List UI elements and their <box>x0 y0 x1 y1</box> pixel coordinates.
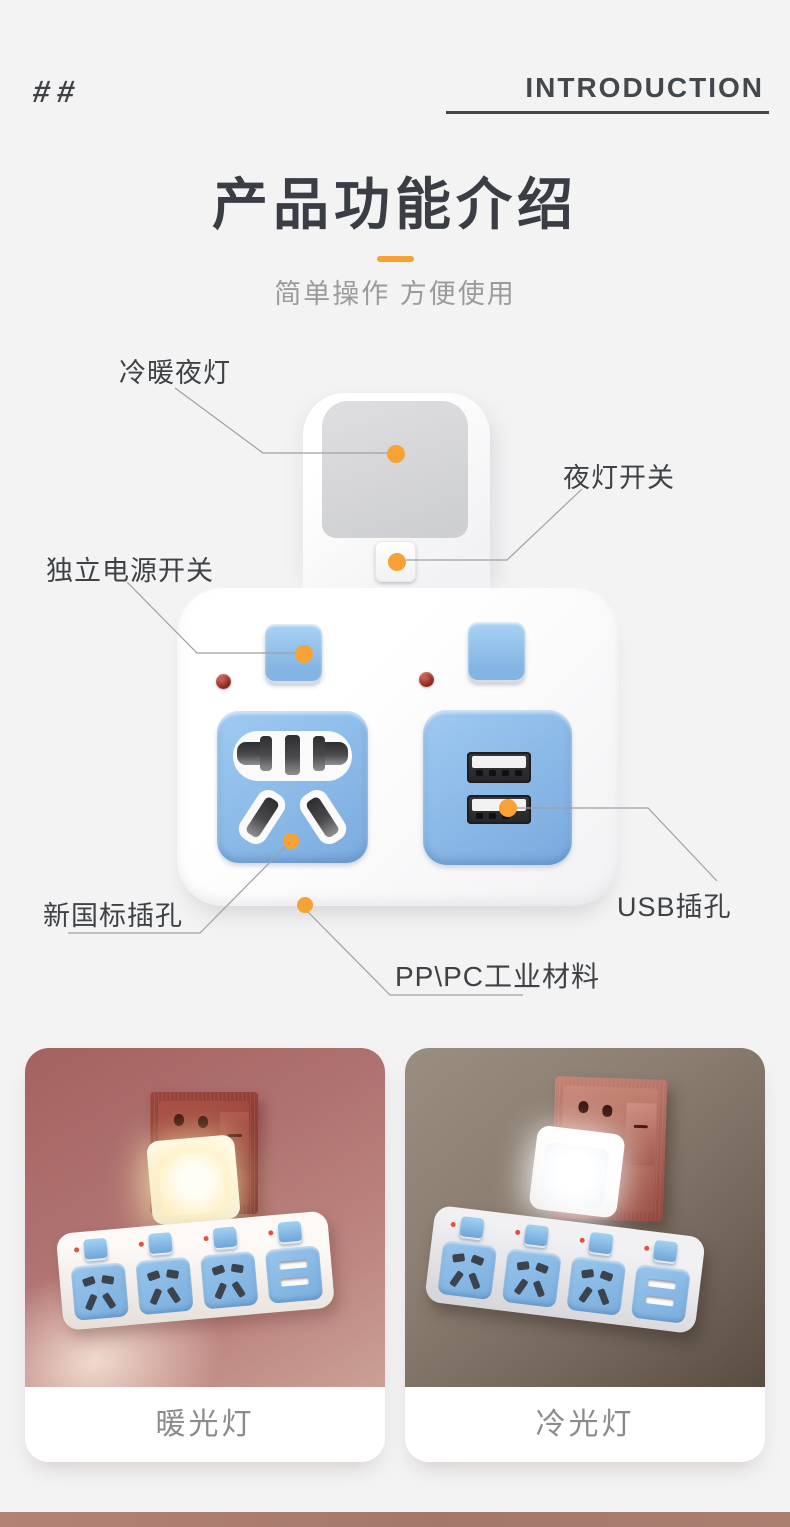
callout-usb: USB插孔 <box>617 892 732 922</box>
next-section-edge <box>0 1512 790 1527</box>
five-hole-socket <box>217 711 368 863</box>
caption-cold-light: 冷光灯 <box>405 1387 765 1462</box>
warm-glow-face <box>157 1151 227 1217</box>
wall-switch-slit <box>633 1124 648 1129</box>
night-light-panel <box>322 401 468 538</box>
usb-port-1 <box>467 752 531 783</box>
photo-cold-light <box>405 1048 765 1387</box>
night-light-switch-button <box>375 541 416 582</box>
strip-usb-module <box>264 1245 324 1304</box>
wall-socket-hole <box>174 1114 184 1126</box>
strip-led <box>203 1235 209 1242</box>
usb-module <box>423 710 572 865</box>
power-switch-button-left <box>265 624 322 681</box>
strip-button <box>83 1237 108 1260</box>
adapter-product-cold <box>421 1113 730 1361</box>
callout-night-switch: 夜灯开关 <box>563 463 675 493</box>
strip-socket <box>200 1250 259 1310</box>
wall-switch-slit <box>228 1134 242 1137</box>
section-label-introduction: INTRODUCTION <box>525 72 764 103</box>
adapter-product-warm <box>44 1124 347 1363</box>
power-switch-button-right <box>468 622 525 680</box>
adapter-strip <box>424 1204 706 1335</box>
wall-socket-hole <box>578 1100 589 1114</box>
callout-material: PP\PC工业材料 <box>395 961 601 992</box>
strip-socket <box>501 1247 562 1309</box>
socket-holes-graphic <box>233 731 352 845</box>
strip-button <box>652 1239 679 1263</box>
strip-socket <box>70 1262 130 1321</box>
photo-warm-light <box>25 1048 385 1387</box>
photo-card-warm-light: 暖光灯 <box>25 1048 385 1462</box>
strip-led <box>73 1247 80 1253</box>
night-light-cube <box>145 1134 241 1226</box>
accent-dash <box>377 256 414 262</box>
wall-socket-hole <box>602 1104 613 1118</box>
usb-pin <box>502 813 509 819</box>
usb-pin <box>489 813 496 819</box>
strip-button <box>523 1223 550 1247</box>
decorative-hash-marks: ## <box>30 74 85 109</box>
callout-power-switch: 独立电源开关 <box>46 556 214 586</box>
wall-socket-hole <box>198 1116 208 1128</box>
usb-pin <box>502 770 509 776</box>
strip-socket <box>437 1239 498 1301</box>
strip-button <box>212 1226 238 1249</box>
indicator-led-left <box>216 674 231 689</box>
strip-led <box>514 1229 521 1236</box>
adapter-strip <box>55 1210 336 1331</box>
strip-button <box>459 1215 485 1239</box>
strip-socket <box>135 1256 194 1316</box>
strip-led <box>450 1221 456 1228</box>
usb-port-tongue <box>472 756 526 768</box>
photo-card-cold-light: 冷光灯 <box>405 1048 765 1462</box>
strip-socket <box>566 1255 627 1316</box>
page-subtitle: 简单操作 方便使用 <box>274 279 516 309</box>
night-light-cube <box>528 1124 626 1219</box>
usb-pin <box>476 770 483 776</box>
usb-port-2 <box>467 795 531 824</box>
strip-led <box>268 1230 274 1236</box>
strip-button <box>588 1231 614 1255</box>
strip-button <box>277 1220 303 1243</box>
strip-led <box>138 1241 145 1247</box>
indicator-led-right <box>419 672 434 687</box>
callout-night-light: 冷暖夜灯 <box>119 358 231 388</box>
cold-glow-face <box>539 1141 610 1210</box>
strip-button <box>148 1232 173 1255</box>
strip-led <box>579 1237 585 1244</box>
strip-led <box>643 1245 650 1252</box>
introduction-underline <box>446 111 769 114</box>
caption-warm-light: 暖光灯 <box>25 1387 385 1462</box>
usb-port-tongue <box>472 799 526 811</box>
usb-pin <box>515 770 522 776</box>
strip-usb-module <box>630 1263 691 1324</box>
callout-socket: 新国标插孔 <box>43 901 183 931</box>
usb-pin <box>489 770 496 776</box>
page-title: 产品功能介绍 <box>212 173 578 236</box>
usb-pin <box>476 813 483 819</box>
